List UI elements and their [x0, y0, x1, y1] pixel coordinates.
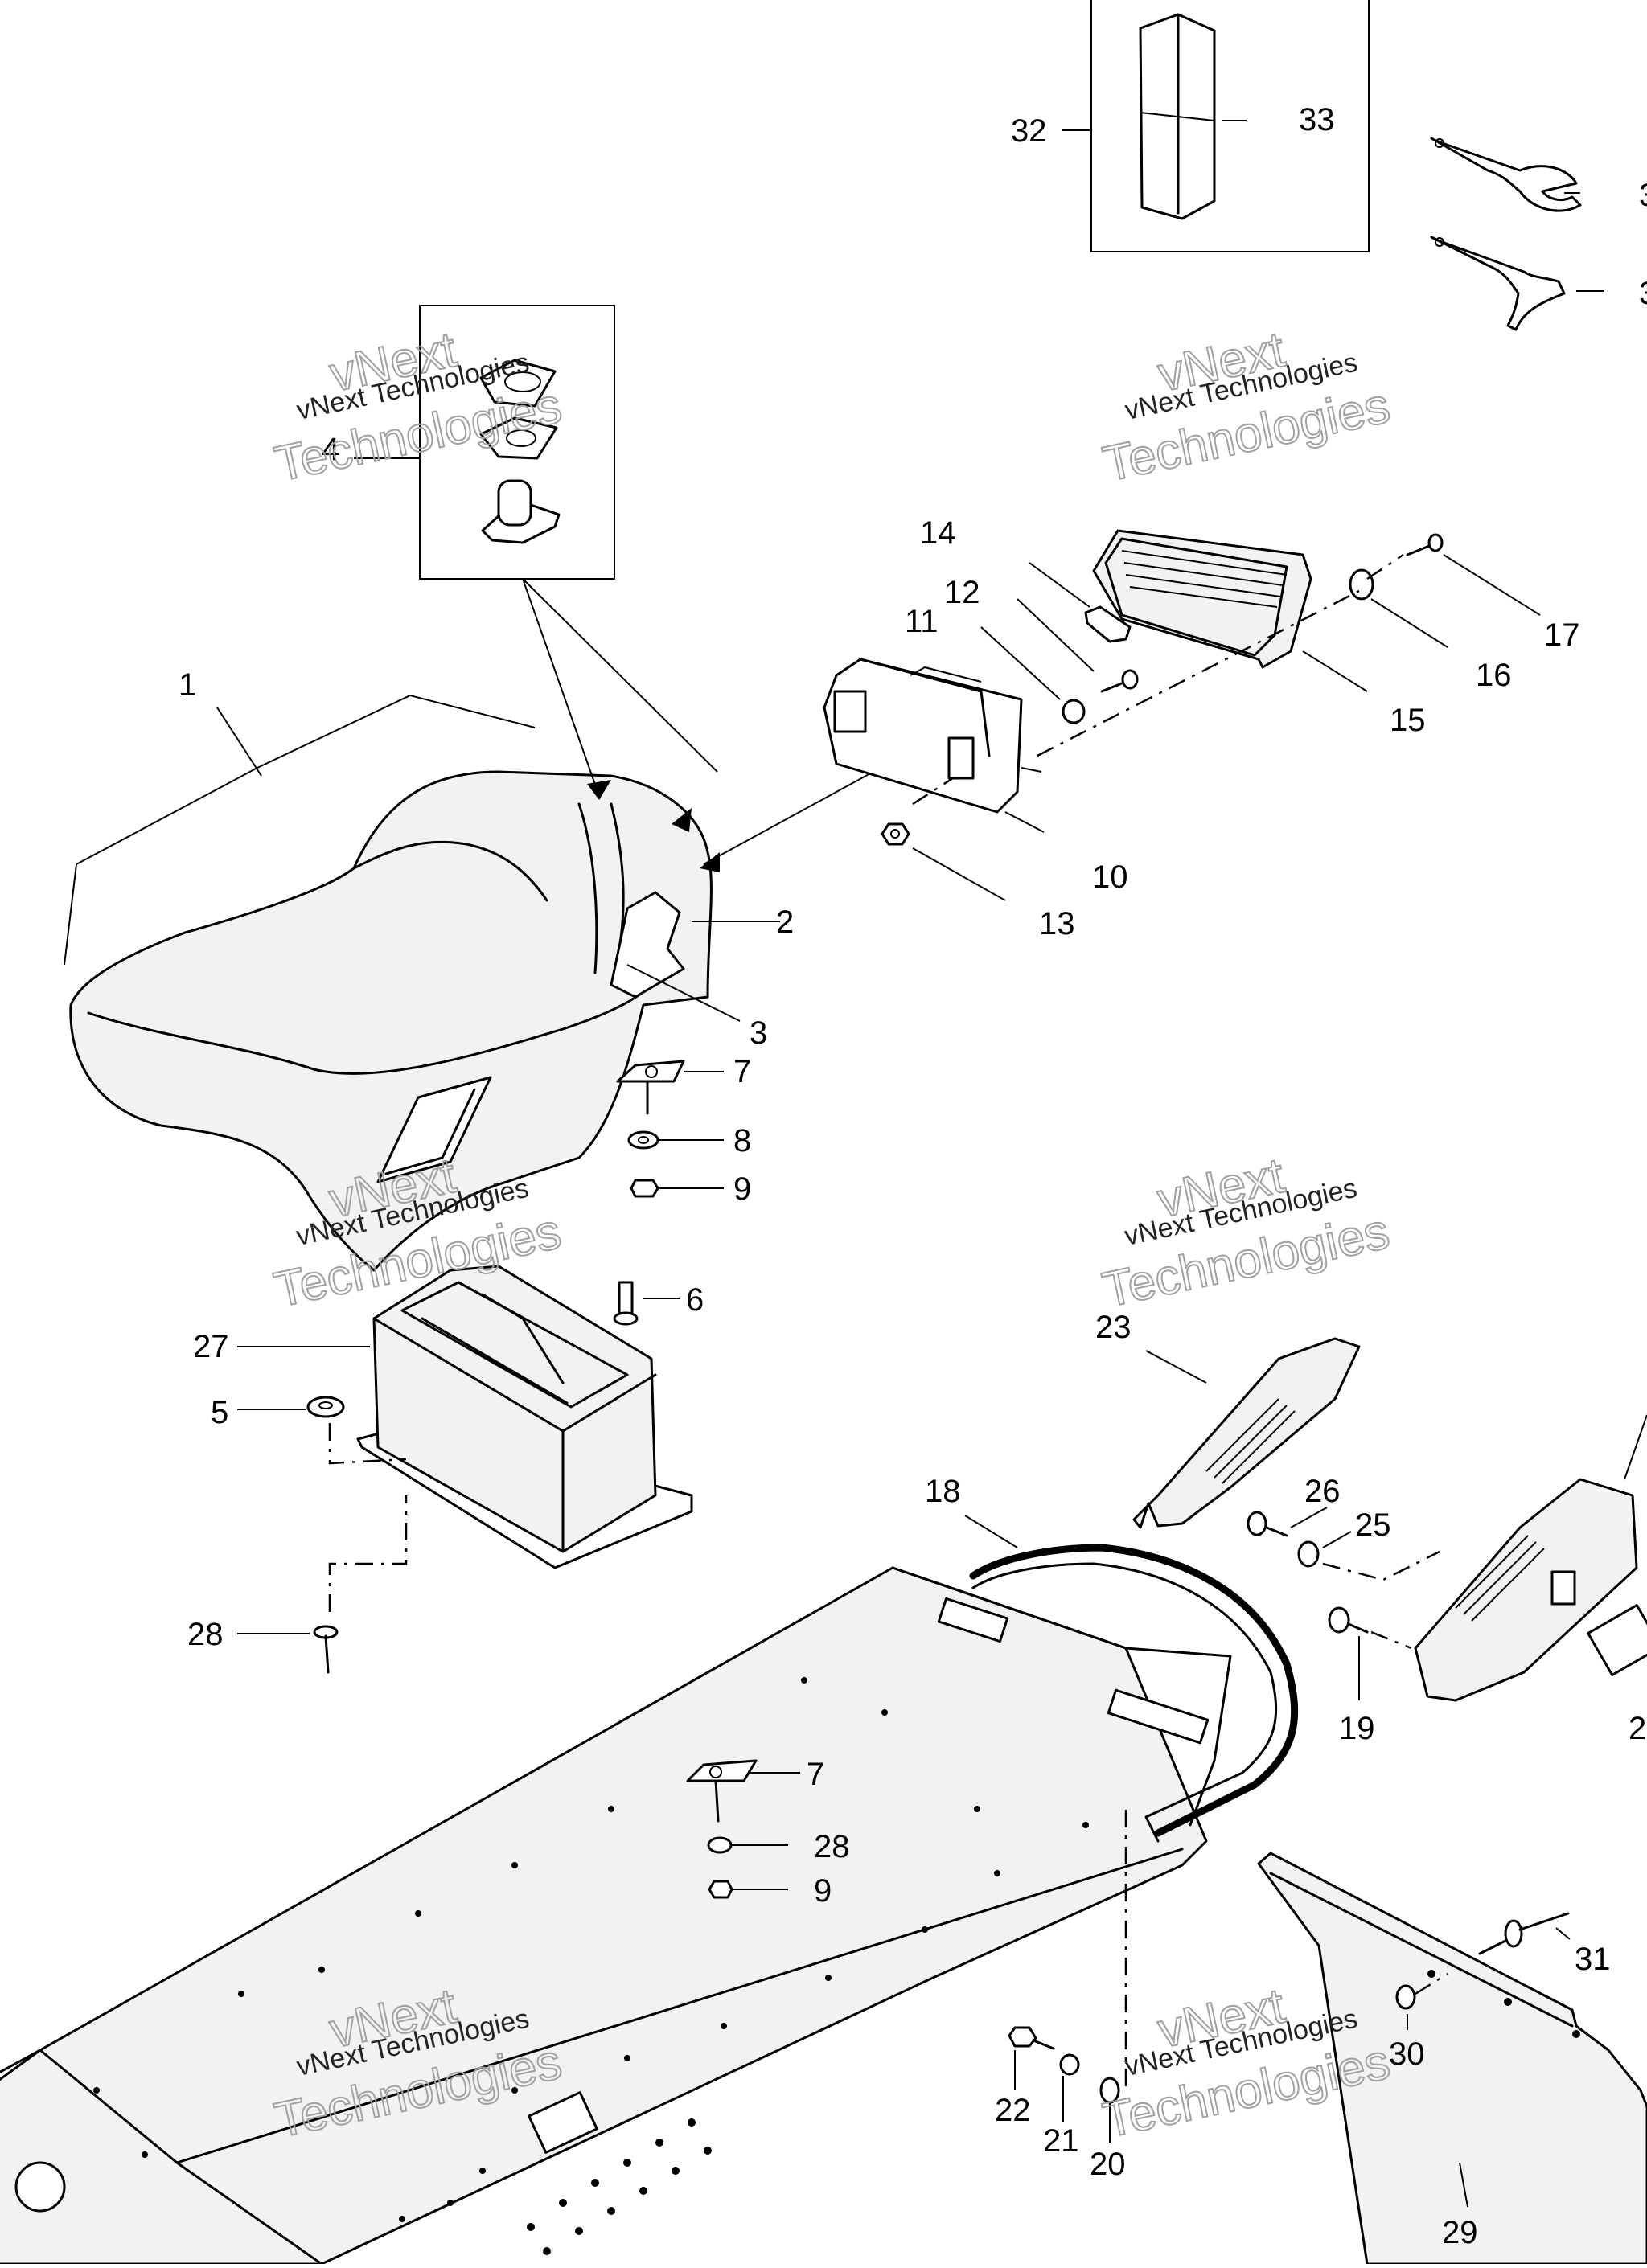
part-24-side-trim	[1414, 1414, 1647, 1702]
part-25-washer	[1297, 1531, 1440, 1581]
callout-6: 6	[686, 1282, 704, 1318]
part-31-rivet	[1478, 1912, 1571, 1955]
callout-5: 5	[211, 1395, 228, 1430]
callout-22: 22	[995, 2093, 1031, 2128]
callout-21: 21	[1043, 2123, 1079, 2159]
callout-7-lower: 7	[807, 1757, 824, 1792]
callout-25: 25	[1355, 1507, 1391, 1543]
part-18-grab-handle	[964, 1515, 1299, 1843]
part-9-nut	[630, 1179, 724, 1198]
callout-14: 14	[920, 515, 956, 551]
part-14-clip	[1029, 562, 1132, 643]
callout-18: 18	[925, 1474, 961, 1509]
part-22-bolt	[1008, 2026, 1055, 2090]
part-30-washer	[1395, 1972, 1448, 2030]
part-15-taillight-lens	[1092, 529, 1368, 692]
watermark-4: vNext vNext Technologies Technologies	[1097, 1147, 1394, 1319]
callout-20: 20	[1090, 2147, 1126, 2182]
part-13-nut	[881, 777, 1006, 901]
callout-28: 28	[187, 1617, 224, 1652]
part-28-rivet-upper	[237, 1495, 408, 1674]
callout-labels: 1 2 3 4 5 6 7 8 9 10 11 12 13 14 15 16 1…	[179, 102, 1647, 2250]
part-17-screw	[1406, 533, 1541, 616]
callout-17: 17	[1544, 617, 1580, 653]
callout-31: 31	[1575, 1942, 1611, 1977]
callout-16: 16	[1476, 658, 1512, 693]
callout-4: 4	[322, 432, 339, 467]
callout-30: 30	[1389, 2036, 1425, 2072]
part-12-screw	[1017, 598, 1139, 693]
part-9-nut-lower	[708, 1880, 788, 1899]
callout-9: 9	[733, 1171, 751, 1207]
callout-29: 29	[1442, 2215, 1478, 2250]
callout-34-top: 3	[1639, 178, 1647, 213]
watermark-2: vNext vNext Technologies Technologies	[1098, 322, 1395, 494]
part-16-washer	[1349, 568, 1448, 648]
callout-23: 23	[1095, 1310, 1132, 1345]
part-26-screw	[1247, 1507, 1328, 1537]
callout-13: 13	[1039, 906, 1075, 941]
callout-26: 26	[1304, 1474, 1341, 1509]
callout-34-bottom: 3	[1639, 276, 1647, 311]
part-6-pin	[613, 1281, 680, 1326]
spanner-wrench-top	[1430, 137, 1582, 212]
part-33-cover-block	[1090, 0, 1370, 252]
callout-28-lower: 28	[814, 1829, 850, 1864]
part-8-washer	[627, 1130, 724, 1150]
part-28-washer-lower	[707, 1836, 788, 1854]
callout-7: 7	[733, 1054, 751, 1089]
part-5-grommet	[237, 1396, 407, 1465]
part-4-latch-kit	[419, 305, 615, 580]
part-29-snow-flap	[1257, 1852, 1647, 2266]
callout-32: 32	[1011, 113, 1047, 149]
callout-11: 11	[905, 604, 939, 639]
callout-12: 12	[944, 575, 980, 610]
part-21-washer	[1059, 2053, 1080, 2122]
arrow-heads	[587, 780, 720, 872]
part-1-seat	[69, 770, 713, 1272]
part-20-washer	[1099, 1809, 1127, 2143]
callout-15: 15	[1390, 703, 1426, 738]
callout-33: 33	[1299, 102, 1335, 137]
part-27-storage-box	[356, 1265, 693, 1569]
callout-1: 1	[179, 667, 196, 703]
part-7-latch-plate-lower	[686, 1759, 800, 1823]
part-19-screw	[1328, 1606, 1412, 1700]
callout-8: 8	[733, 1123, 751, 1159]
callout-3: 3	[750, 1015, 767, 1051]
callout-27: 27	[193, 1329, 229, 1364]
part-10-taillight-base	[823, 658, 1045, 833]
part-7-latch-plate	[616, 1060, 724, 1115]
spanner-wrench-bottom	[1430, 236, 1566, 331]
callout-9-lower: 9	[814, 1873, 832, 1909]
callout-19: 19	[1339, 1711, 1375, 1746]
tunnel-panel	[0, 1566, 1232, 2266]
callout-10: 10	[1092, 859, 1128, 895]
callout-24: 2	[1629, 1711, 1646, 1746]
watermark-1: vNext vNext Technologies Technologies	[269, 322, 567, 494]
callout-2: 2	[776, 904, 794, 940]
part-11-washer	[980, 626, 1086, 724]
part-23-side-trim	[1132, 1337, 1361, 1529]
